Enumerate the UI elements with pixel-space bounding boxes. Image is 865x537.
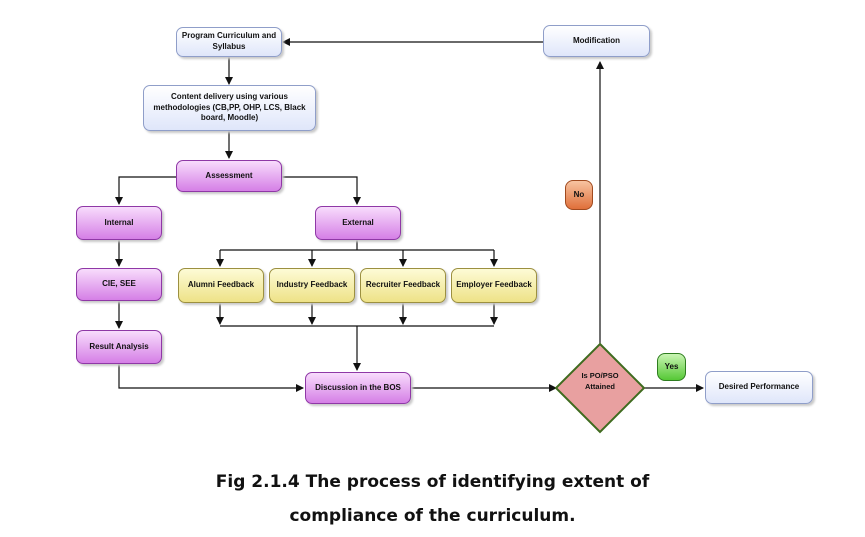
node-internal: Internal [76, 206, 162, 240]
edge-assessment-to-internal [115, 176, 176, 205]
edge-feedback-merge [220, 325, 494, 370]
node-external: External [315, 206, 401, 240]
node-program-curriculum: Program Curriculum and Syllabus [176, 27, 282, 57]
figure-caption-line1: Fig 2.1.4 The process of identifying ext… [215, 472, 650, 492]
node-modification: Modification [543, 25, 650, 57]
edge-result-to-bos [118, 364, 304, 392]
decision-label: Is PO/PSO Attained [581, 371, 619, 392]
node-desired-performance: Desired Performance [705, 371, 813, 404]
node-cie-see: CIE, SEE [76, 268, 162, 301]
node-employer-feedback: Employer Feedback [451, 268, 537, 303]
node-content-delivery: Content delivery using various methodolo… [143, 85, 316, 131]
node-result-analysis: Result Analysis [76, 330, 162, 364]
node-assessment: Assessment [176, 160, 282, 192]
figure-caption-line2: compliance of the curriculum. [289, 506, 576, 526]
no-label: No [565, 180, 593, 210]
node-alumni-feedback: Alumni Feedback [178, 268, 264, 303]
edge-assessment-to-external [282, 176, 361, 205]
node-recruiter-feedback: Recruiter Feedback [360, 268, 446, 303]
edge-external-branch [220, 240, 494, 251]
node-discussion-bos: Discussion in the BOS [305, 372, 411, 404]
node-industry-feedback: Industry Feedback [269, 268, 355, 303]
decision-diamond [554, 342, 646, 434]
yes-label: Yes [657, 353, 686, 381]
